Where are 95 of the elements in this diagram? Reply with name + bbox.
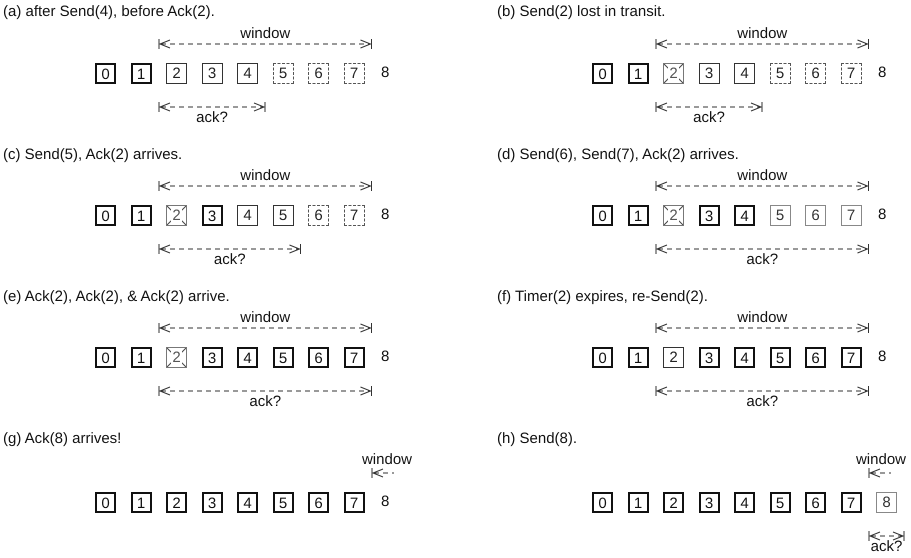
dimension-label: window bbox=[362, 451, 412, 468]
dimension-label: window bbox=[240, 25, 290, 42]
acknowledged-packet-cell: 6 bbox=[805, 492, 826, 513]
sequence-number: 8 bbox=[381, 493, 390, 510]
acknowledged-packet-cell: 6 bbox=[308, 347, 329, 368]
acknowledged-packet-cell: 0 bbox=[95, 492, 116, 513]
acknowledged-packet-cell: 0 bbox=[95, 63, 116, 84]
unsent-packet-cell: 5 bbox=[770, 63, 790, 84]
sequence-number: 8 bbox=[878, 348, 886, 365]
sequence-number: 8 bbox=[381, 64, 390, 81]
dimension-label: ack? bbox=[214, 251, 246, 268]
acknowledged-packet-cell: 7 bbox=[344, 347, 364, 368]
acknowledged-packet-cell: 7 bbox=[344, 492, 364, 513]
acknowledged-packet-cell: 1 bbox=[130, 492, 152, 513]
acknowledged-packet-cell: 0 bbox=[592, 492, 613, 513]
acknowledged-packet-cell: 3 bbox=[202, 205, 222, 226]
dimension-label: window bbox=[737, 25, 788, 42]
sent-packet-cell: 3 bbox=[698, 63, 720, 84]
sent-packet-cell: 2 bbox=[166, 63, 187, 84]
dimension-label: ack? bbox=[249, 393, 282, 410]
acknowledged-packet-cell: 4 bbox=[734, 492, 755, 513]
dimension-label: window bbox=[737, 167, 788, 184]
panel-caption: (c) Send(5), Ack(2) arrives. bbox=[3, 146, 182, 163]
dimension-label: ack? bbox=[870, 538, 902, 555]
dimension-label: window bbox=[240, 167, 290, 184]
sent-packet-cell: 4 bbox=[237, 205, 258, 226]
acknowledged-packet-cell: 0 bbox=[592, 63, 613, 84]
lost-packet-cell: 2 bbox=[166, 205, 187, 226]
unsent-packet-cell: 7 bbox=[344, 63, 364, 84]
lost-packet-cell: 2 bbox=[663, 205, 684, 226]
dimension-label: window bbox=[856, 451, 906, 468]
acknowledged-packet-cell: 4 bbox=[734, 205, 755, 226]
acknowledged-packet-cell: 4 bbox=[237, 492, 258, 513]
panel-caption: (a) after Send(4), before Ack(2). bbox=[3, 3, 215, 20]
panel-caption: (b) Send(2) lost in transit. bbox=[497, 3, 666, 20]
acknowledged-packet-cell: 5 bbox=[770, 347, 790, 368]
acknowledged-packet-cell: 4 bbox=[237, 347, 258, 368]
dimension-label: ack? bbox=[746, 251, 778, 268]
sent-packet-cell: 4 bbox=[237, 63, 258, 84]
sent-packet-cell: 2 bbox=[663, 347, 684, 368]
acknowledged-packet-cell: 3 bbox=[202, 347, 222, 368]
acknowledged-packet-cell: 0 bbox=[95, 347, 116, 368]
acknowledged-packet-cell: 3 bbox=[202, 492, 222, 513]
unsent-packet-cell: 6 bbox=[308, 205, 329, 226]
acknowledged-packet-cell: 1 bbox=[628, 347, 648, 368]
acknowledged-packet-cell: 5 bbox=[770, 492, 790, 513]
panel-caption: (d) Send(6), Send(7), Ack(2) arrives. bbox=[497, 146, 739, 163]
unsent-packet-cell: 7 bbox=[344, 205, 364, 226]
sent-packet-cell: 8 bbox=[876, 492, 897, 513]
sent-packet-cell: 3 bbox=[202, 63, 222, 84]
lost-packet-cell: 2 bbox=[663, 63, 684, 84]
sent-packet-cell: 4 bbox=[734, 63, 755, 84]
unsent-packet-cell: 7 bbox=[840, 63, 862, 84]
acknowledged-packet-cell: 7 bbox=[840, 492, 862, 513]
sequence-number: 8 bbox=[381, 348, 390, 365]
unsent-packet-cell: 6 bbox=[308, 63, 329, 84]
acknowledged-packet-cell: 3 bbox=[698, 492, 720, 513]
sent-packet-cell: 6 bbox=[805, 205, 826, 226]
dimension-label: window bbox=[240, 309, 290, 326]
acknowledged-packet-cell: 0 bbox=[592, 205, 613, 226]
lost-packet-cell: 2 bbox=[166, 347, 187, 368]
panel-caption: (e) Ack(2), Ack(2), & Ack(2) arrive. bbox=[3, 288, 230, 305]
dimension-label: ack? bbox=[746, 393, 778, 410]
acknowledged-packet-cell: 3 bbox=[698, 205, 720, 226]
acknowledged-packet-cell: 7 bbox=[840, 347, 862, 368]
acknowledged-packet-cell: 5 bbox=[272, 492, 294, 513]
acknowledged-packet-cell: 6 bbox=[805, 347, 826, 368]
dimension-label: ack? bbox=[196, 109, 228, 126]
panel-caption: (f) Timer(2) expires, re-Send(2). bbox=[497, 288, 708, 305]
acknowledged-packet-cell: 1 bbox=[628, 63, 648, 84]
sent-packet-cell: 7 bbox=[840, 205, 862, 226]
panel-caption: (h) Send(8). bbox=[497, 430, 578, 447]
unsent-packet-cell: 6 bbox=[805, 63, 826, 84]
acknowledged-packet-cell: 3 bbox=[698, 347, 720, 368]
sequence-number: 8 bbox=[381, 206, 390, 223]
sent-packet-cell: 5 bbox=[272, 205, 294, 226]
sequence-number: 8 bbox=[878, 64, 886, 81]
dimension-label: ack? bbox=[693, 109, 725, 126]
acknowledged-packet-cell: 2 bbox=[663, 492, 684, 513]
acknowledged-packet-cell: 0 bbox=[95, 205, 116, 226]
acknowledged-packet-cell: 1 bbox=[628, 205, 648, 226]
unsent-packet-cell: 5 bbox=[272, 63, 294, 84]
acknowledged-packet-cell: 1 bbox=[130, 63, 152, 84]
sent-packet-cell: 5 bbox=[770, 205, 790, 226]
acknowledged-packet-cell: 1 bbox=[130, 347, 152, 368]
acknowledged-packet-cell: 4 bbox=[734, 347, 755, 368]
sequence-number: 8 bbox=[878, 206, 886, 223]
panel-caption: (g) Ack(8) arrives! bbox=[3, 430, 122, 447]
acknowledged-packet-cell: 1 bbox=[628, 492, 648, 513]
acknowledged-packet-cell: 1 bbox=[130, 205, 152, 226]
acknowledged-packet-cell: 0 bbox=[592, 347, 613, 368]
acknowledged-packet-cell: 6 bbox=[308, 492, 329, 513]
dimension-label: window bbox=[737, 309, 788, 326]
acknowledged-packet-cell: 5 bbox=[272, 347, 294, 368]
acknowledged-packet-cell: 2 bbox=[166, 492, 187, 513]
